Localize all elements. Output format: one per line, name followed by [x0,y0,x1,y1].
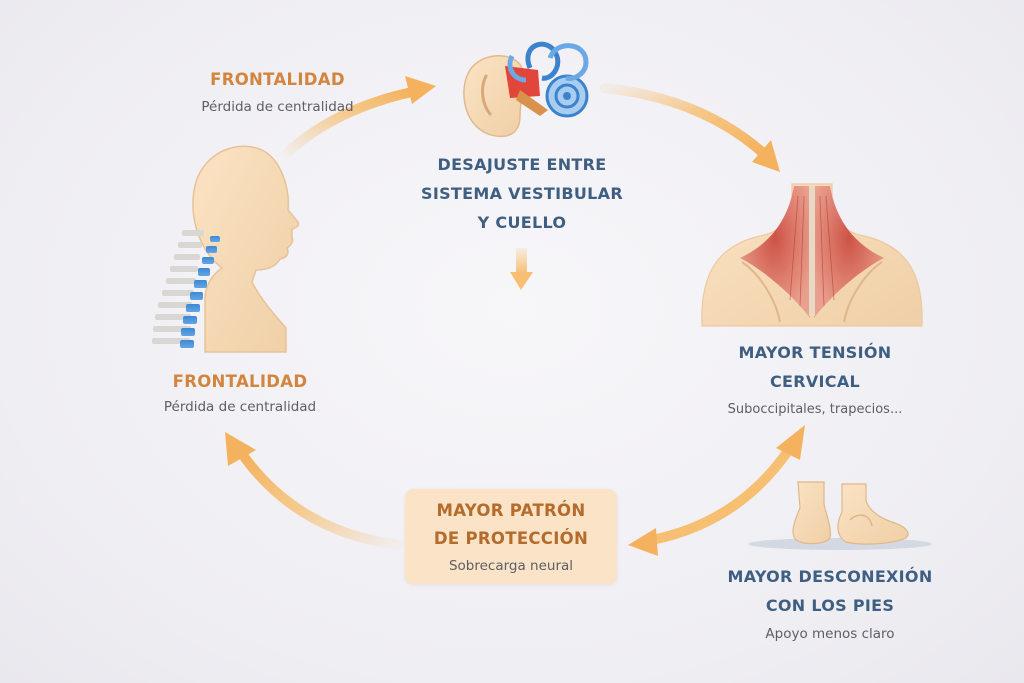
arrow-tension-proteccion-bidirectional [628,425,805,556]
node-vestibular: DESAJUSTE ENTRE SISTEMA VESTIBULAR Y CUE… [402,150,642,237]
neck-muscles-icon [701,183,923,327]
proteccion-box: MAYOR PATRÓN DE PROTECCIÓN Sobrecarga ne… [405,489,617,584]
proteccion-title-line-1: MAYOR PATRÓN [436,501,586,520]
frontalidad-left-subtitle: Pérdida de centralidad [163,399,317,415]
arrow-vestibular-to-tension [600,83,780,172]
vestibular-title-line-3: Y CUELLO [477,213,567,232]
vestibular-title-line-2: SISTEMA VESTIBULAR [421,184,623,203]
feet-icon [748,481,932,550]
vestibular-title-line-1: DESAJUSTE ENTRE [437,155,607,174]
head-profile-icon [152,145,300,353]
desconexion-title-line-1: MAYOR DESCONEXIÓN [727,567,933,586]
tension-title-line-1: MAYOR TENSIÓN [738,343,892,362]
arrow-proteccion-to-frontalidad [225,432,403,550]
proteccion-subtitle: Sobrecarga neural [448,558,574,574]
arrow-frontalidad-to-vestibular [277,76,436,163]
node-frontalidad-top: FRONTALIDAD Pérdida de centralidad [190,70,365,115]
desconexion-subtitle: Apoyo menos claro [765,626,895,642]
node-tension: MAYOR TENSIÓN CERVICAL Suboccipitales, t… [700,338,930,417]
node-desconexion: MAYOR DESCONEXIÓN CON LOS PIES Apoyo men… [700,562,960,642]
ear-inner-icon [463,41,589,138]
node-frontalidad-left: FRONTALIDAD Pérdida de centralidad [140,372,340,415]
tension-title-line-2: CERVICAL [769,372,861,391]
arrow-vestibular-down [510,248,533,290]
tension-subtitle: Suboccipitales, trapecios... [727,402,903,417]
desconexion-title-line-2: CON LOS PIES [765,596,895,615]
frontalidad-top-subtitle: Pérdida de centralidad [201,99,354,115]
frontalidad-top-title: FRONTALIDAD [210,70,345,89]
frontalidad-left-title: FRONTALIDAD [172,372,308,391]
proteccion-title-line-2: DE PROTECCIÓN [433,529,589,548]
